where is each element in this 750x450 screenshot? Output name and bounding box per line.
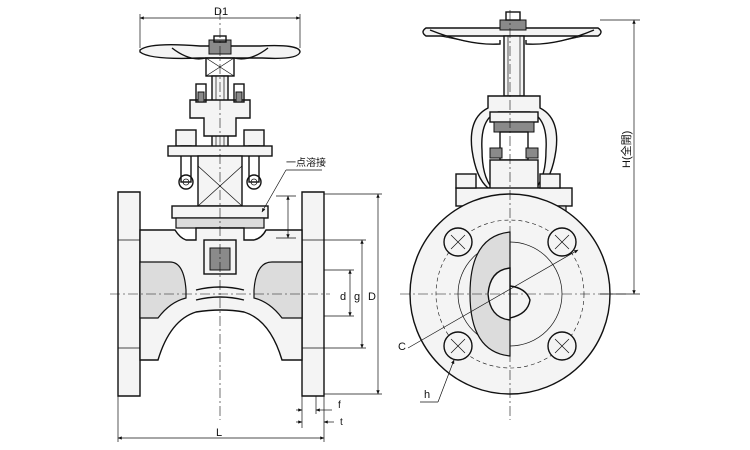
front-view: D1 一点溶接 d g [110,6,382,442]
dim-H: H(全開) [600,19,640,295]
dim-C: C [398,249,579,353]
label-d1: D1 [214,6,228,18]
label-L: L [216,427,222,439]
label-f: f [338,400,341,411]
label-H: H(全開) [619,131,633,168]
dim-D: D [324,193,382,395]
label-d: d [340,291,346,303]
label-C: C [398,341,406,353]
dim-L: L [117,396,325,442]
label-weld-note: 一点溶接 [286,156,326,169]
label-D: D [368,291,376,303]
dim-d1: D1 [139,6,301,48]
dim-g [276,195,296,239]
label-t: t [340,417,343,428]
bolt-holes [443,227,577,361]
dim-t: t [296,396,343,428]
dim-f: f [296,396,341,428]
dim-h: h [420,359,455,403]
label-g: g [354,291,360,303]
weld-note: 一点溶接 [261,156,326,213]
side-view: C h H(全開) [398,10,640,420]
dim-d: d [324,269,354,317]
label-h: h [424,389,430,401]
dim-g-pcd: g [324,239,366,349]
handwheel-side [422,11,602,45]
